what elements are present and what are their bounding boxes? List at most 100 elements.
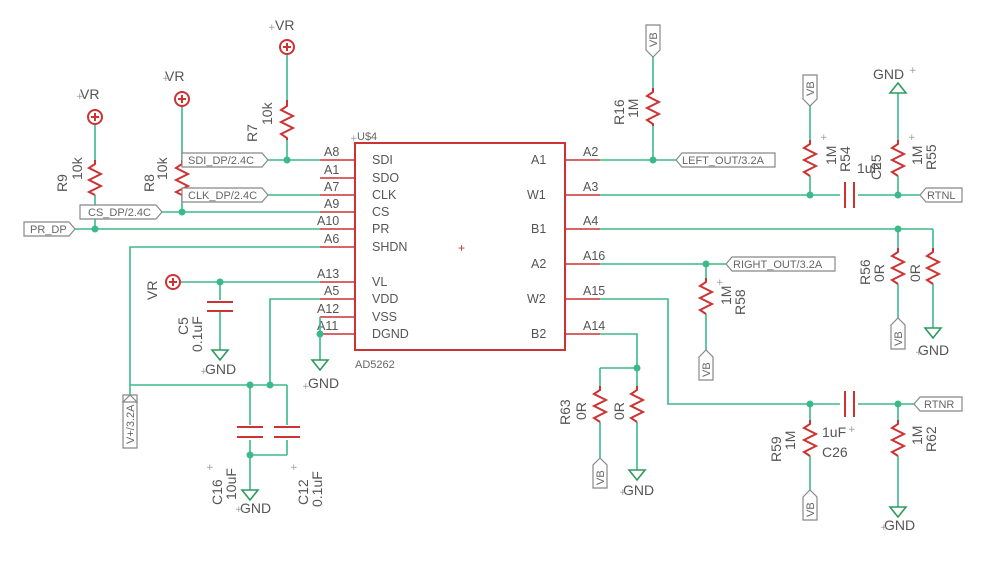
svg-text:+: + xyxy=(908,133,916,143)
capacitor-c25[interactable]: C25 1uF xyxy=(844,154,884,208)
pin-name-a2: A2 xyxy=(531,257,546,271)
gnd-label-4: GND xyxy=(873,66,904,82)
r9-ref: R9 xyxy=(54,174,70,192)
tag-vb-r54[interactable]: VB xyxy=(802,74,818,107)
vr-supply-c5: VR xyxy=(144,274,181,300)
tag-sdi-text: SDI_DP/2.4C xyxy=(188,155,254,167)
resistor-r64[interactable]: 0R xyxy=(611,386,646,423)
tag-left-out[interactable]: LEFT_OUT/3.2A xyxy=(675,152,776,168)
ic-ad5262[interactable]: U$4 AD5262 + SDI SDO CLK CS PR SHDN VL V… xyxy=(317,131,605,371)
gnd-symbol-r64: GND xyxy=(623,469,654,498)
capacitor-c5[interactable]: C5 0.1uF xyxy=(175,301,233,352)
gnd-label-1: GND xyxy=(205,361,236,377)
net-label-a13: A13 xyxy=(317,267,339,281)
tag-cs[interactable]: CS_DP/2.4C xyxy=(79,204,163,220)
net-label-a12: A12 xyxy=(317,302,339,316)
net-label-a2: A2 xyxy=(583,145,598,159)
pin-name-vss: VSS xyxy=(372,310,397,324)
pin-name-w1: W1 xyxy=(527,188,546,202)
origin-marks: + + + + + + + + + + + + + + + + + xyxy=(76,23,923,533)
pin-name-sdo: SDO xyxy=(372,171,399,185)
gnd-label-5: GND xyxy=(918,342,949,358)
vb-text-4: VB xyxy=(701,362,713,377)
gnd-symbol-r55: GND xyxy=(873,66,908,94)
vr-label-4: VR xyxy=(144,281,160,300)
resistor-r7[interactable]: R7 10k xyxy=(244,100,296,142)
tag-rtnl[interactable]: RTNL xyxy=(919,187,963,203)
ic-origin-mark: + xyxy=(458,241,465,255)
svg-text:+: + xyxy=(200,367,208,377)
vb-text-2: VB xyxy=(805,81,817,96)
svg-text:+: + xyxy=(716,278,724,288)
resistor-r9[interactable]: R9 10k xyxy=(54,156,104,196)
tag-left-out-text: LEFT_OUT/3.2A xyxy=(682,155,765,167)
resistor-r59[interactable]: R59 1M xyxy=(768,420,819,462)
c25-value: 1uF xyxy=(857,160,881,176)
pin-name-vl: VL xyxy=(372,275,387,289)
capacitor-c26[interactable]: 1uF C26 xyxy=(822,391,855,460)
net-label-a16: A16 xyxy=(583,249,605,263)
vr-label-2: VR xyxy=(165,68,184,84)
resistor-r54[interactable]: 1M R54 xyxy=(801,140,853,177)
svg-text:+: + xyxy=(820,133,828,143)
svg-text:+: + xyxy=(76,92,84,102)
r8-ref: R8 xyxy=(141,174,157,192)
net-label-a15: A15 xyxy=(583,284,605,298)
resistor-r56[interactable]: R56 0R xyxy=(857,248,907,285)
tag-vb-r56[interactable]: VB xyxy=(890,317,906,350)
pin-name-a1: A1 xyxy=(531,153,546,167)
resistor-r63[interactable]: R63 0R xyxy=(557,386,609,425)
capacitor-c12[interactable]: C12 0.1uF xyxy=(274,426,325,507)
gnd-label-3: GND xyxy=(240,500,271,516)
tag-clk-text: CLK_DP/2.4C xyxy=(188,190,257,202)
gnd-symbol-dgnd: GND xyxy=(308,359,339,391)
tag-right-out[interactable]: RIGHT_OUT/3.2A xyxy=(725,256,836,272)
gnd-symbol-c16: GND xyxy=(240,489,271,516)
net-label-a8: A8 xyxy=(324,145,339,159)
tag-rtnr-text: RTNR xyxy=(924,399,954,411)
vr-supply-r7: VR xyxy=(275,17,295,55)
svg-text:+: + xyxy=(619,488,627,498)
resistor-r62[interactable]: 1M R62 xyxy=(889,420,939,457)
resistor-r16[interactable]: R16 1M xyxy=(611,88,662,126)
c12-ref: C12 xyxy=(295,479,311,505)
svg-text:+: + xyxy=(206,463,214,473)
tag-vb-r58[interactable]: VB xyxy=(698,349,714,381)
svg-text:+: + xyxy=(848,425,856,435)
net-label-a4: A4 xyxy=(583,214,598,228)
r62-value: 1M xyxy=(909,426,925,445)
ic-ref: U$4 xyxy=(357,131,377,143)
c16-value: 10uF xyxy=(223,468,239,500)
c5-ref: C5 xyxy=(175,317,191,335)
r9-value: 10k xyxy=(69,156,85,180)
pin-name-b1: B1 xyxy=(531,222,546,236)
r16-ref: R16 xyxy=(611,99,627,125)
tag-vplus[interactable]: V+/3.2A xyxy=(121,394,139,449)
tag-sdi[interactable]: SDI_DP/2.4C xyxy=(181,152,269,168)
r54-ref: R54 xyxy=(837,146,853,172)
r7-ref: R7 xyxy=(244,124,260,142)
net-label-a14: A14 xyxy=(583,319,605,333)
r7-value: 10k xyxy=(259,101,275,125)
tag-pr[interactable]: PR_DP xyxy=(23,221,76,237)
resistor-r57[interactable]: 0R xyxy=(907,248,942,285)
resistor-r55[interactable]: 1M R55 xyxy=(889,140,939,177)
tag-vb-r63[interactable]: VB xyxy=(592,457,608,489)
capacitor-c16[interactable]: C16 10uF xyxy=(209,426,263,505)
r55-ref: R55 xyxy=(923,144,939,170)
junctions-right xyxy=(633,156,902,408)
resistor-r58[interactable]: 1M R58 xyxy=(697,278,748,315)
svg-text:+: + xyxy=(350,134,358,144)
resistor-r8[interactable]: R8 10k xyxy=(141,156,191,196)
vr-supply-r9: VR xyxy=(80,86,103,125)
r56-ref: R56 xyxy=(857,259,873,285)
gnd-symbol-r62: GND xyxy=(884,506,915,533)
ic-part: AD5262 xyxy=(355,359,395,371)
tag-rtnr[interactable]: RTNR xyxy=(913,396,963,412)
gnd-symbol-r57: GND xyxy=(918,327,949,358)
tag-vb-r16[interactable]: VB xyxy=(645,24,661,58)
tag-clk[interactable]: CLK_DP/2.4C xyxy=(181,187,269,203)
tag-vb-r59[interactable]: VB xyxy=(802,489,818,521)
pin-name-pr: PR xyxy=(372,222,389,236)
tag-right-out-text: RIGHT_OUT/3.2A xyxy=(733,259,823,271)
